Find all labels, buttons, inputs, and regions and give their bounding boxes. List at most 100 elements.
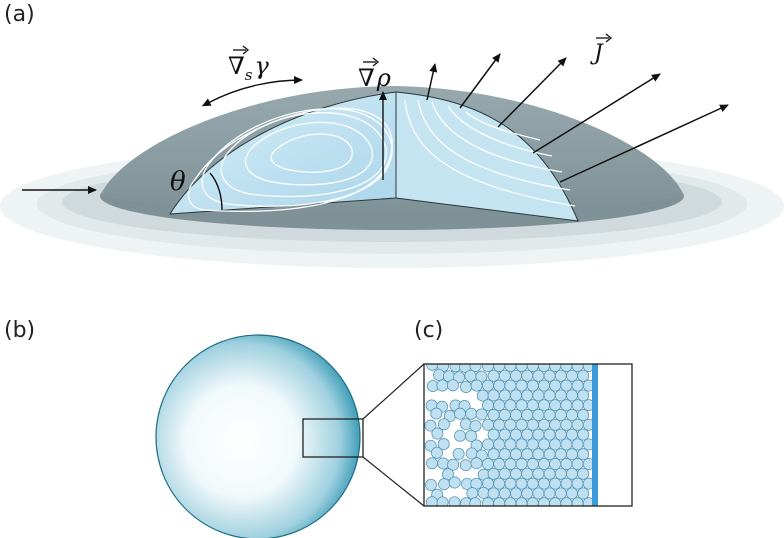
particle (526, 379, 539, 392)
particle (437, 457, 450, 470)
particle (482, 497, 494, 506)
particle (549, 438, 562, 451)
particle (532, 409, 545, 421)
particle (493, 418, 506, 431)
particle (560, 458, 573, 470)
particle (425, 478, 437, 491)
particle (433, 368, 445, 381)
droplet-diagram: θ ∇sγ ∇ρ J (0, 33, 784, 268)
particle (543, 448, 556, 461)
particle (493, 458, 506, 470)
flux-arrow-3 (497, 57, 567, 128)
particle (532, 448, 545, 461)
particle (487, 448, 500, 461)
particle (498, 448, 511, 461)
particle (510, 448, 522, 461)
particle (543, 428, 556, 441)
particle (510, 428, 522, 441)
particle (436, 379, 449, 392)
particle (466, 487, 479, 500)
particle (487, 389, 500, 402)
particle (571, 418, 584, 431)
particle (549, 458, 562, 470)
particle (426, 364, 439, 371)
particle (493, 477, 506, 490)
particle (577, 487, 590, 500)
particle (437, 418, 450, 431)
particle (554, 369, 567, 382)
particle (424, 419, 437, 432)
particle (515, 438, 528, 451)
particle (504, 477, 517, 490)
particle (566, 409, 578, 421)
particle (504, 458, 517, 470)
particle (560, 379, 573, 392)
particle (498, 409, 511, 421)
particle (437, 438, 450, 451)
particle (447, 458, 460, 471)
particle (543, 389, 556, 402)
particle (464, 369, 477, 382)
particle (521, 448, 534, 461)
particle (526, 438, 539, 451)
particle (577, 428, 590, 441)
particle (571, 458, 584, 470)
zoom-region-box (302, 418, 364, 458)
particle-zoom-view (423, 363, 633, 507)
particle (448, 496, 461, 506)
particle (510, 409, 522, 421)
particle (549, 399, 562, 412)
particle (431, 427, 444, 440)
particle (526, 418, 539, 431)
particle (566, 389, 578, 402)
particle (538, 399, 550, 412)
particle (453, 371, 465, 384)
particle (465, 407, 478, 420)
particle (487, 467, 500, 480)
particle (566, 369, 578, 382)
particle (487, 428, 500, 441)
streamlines-left (187, 107, 393, 212)
particle (493, 399, 506, 412)
particle (431, 446, 443, 459)
particle (498, 389, 511, 402)
particle (493, 364, 506, 372)
particle (470, 457, 483, 470)
particle (515, 399, 528, 412)
flux-vector-head (605, 33, 613, 43)
particle (538, 379, 550, 392)
particle (554, 389, 567, 402)
surface-tension-arrow (201, 76, 303, 107)
deposit-disc (155, 334, 361, 538)
particle (571, 399, 584, 412)
grad-gamma-vector-head (242, 45, 250, 55)
particle (532, 467, 545, 480)
grad-gamma-nabla: ∇ (228, 52, 245, 80)
particle (504, 379, 517, 392)
particle (436, 496, 449, 506)
particle (469, 419, 482, 432)
particle (560, 438, 573, 451)
contact-line-ring (592, 364, 598, 506)
particle (515, 379, 528, 392)
particle (566, 428, 578, 441)
contact-angle-arc (209, 172, 223, 211)
particle (460, 381, 472, 393)
particle (487, 487, 500, 500)
particle (454, 407, 466, 420)
particle (538, 438, 550, 451)
particle (538, 477, 550, 490)
particle (543, 369, 556, 382)
particle (482, 418, 494, 431)
particle (482, 438, 494, 451)
particle (571, 477, 584, 490)
particle (510, 487, 522, 500)
particle (515, 364, 528, 372)
particle (482, 458, 494, 470)
particle (426, 457, 438, 470)
particle (515, 497, 528, 506)
flux-arrow-1 (426, 63, 438, 101)
particle (470, 379, 483, 392)
particle (560, 364, 573, 372)
